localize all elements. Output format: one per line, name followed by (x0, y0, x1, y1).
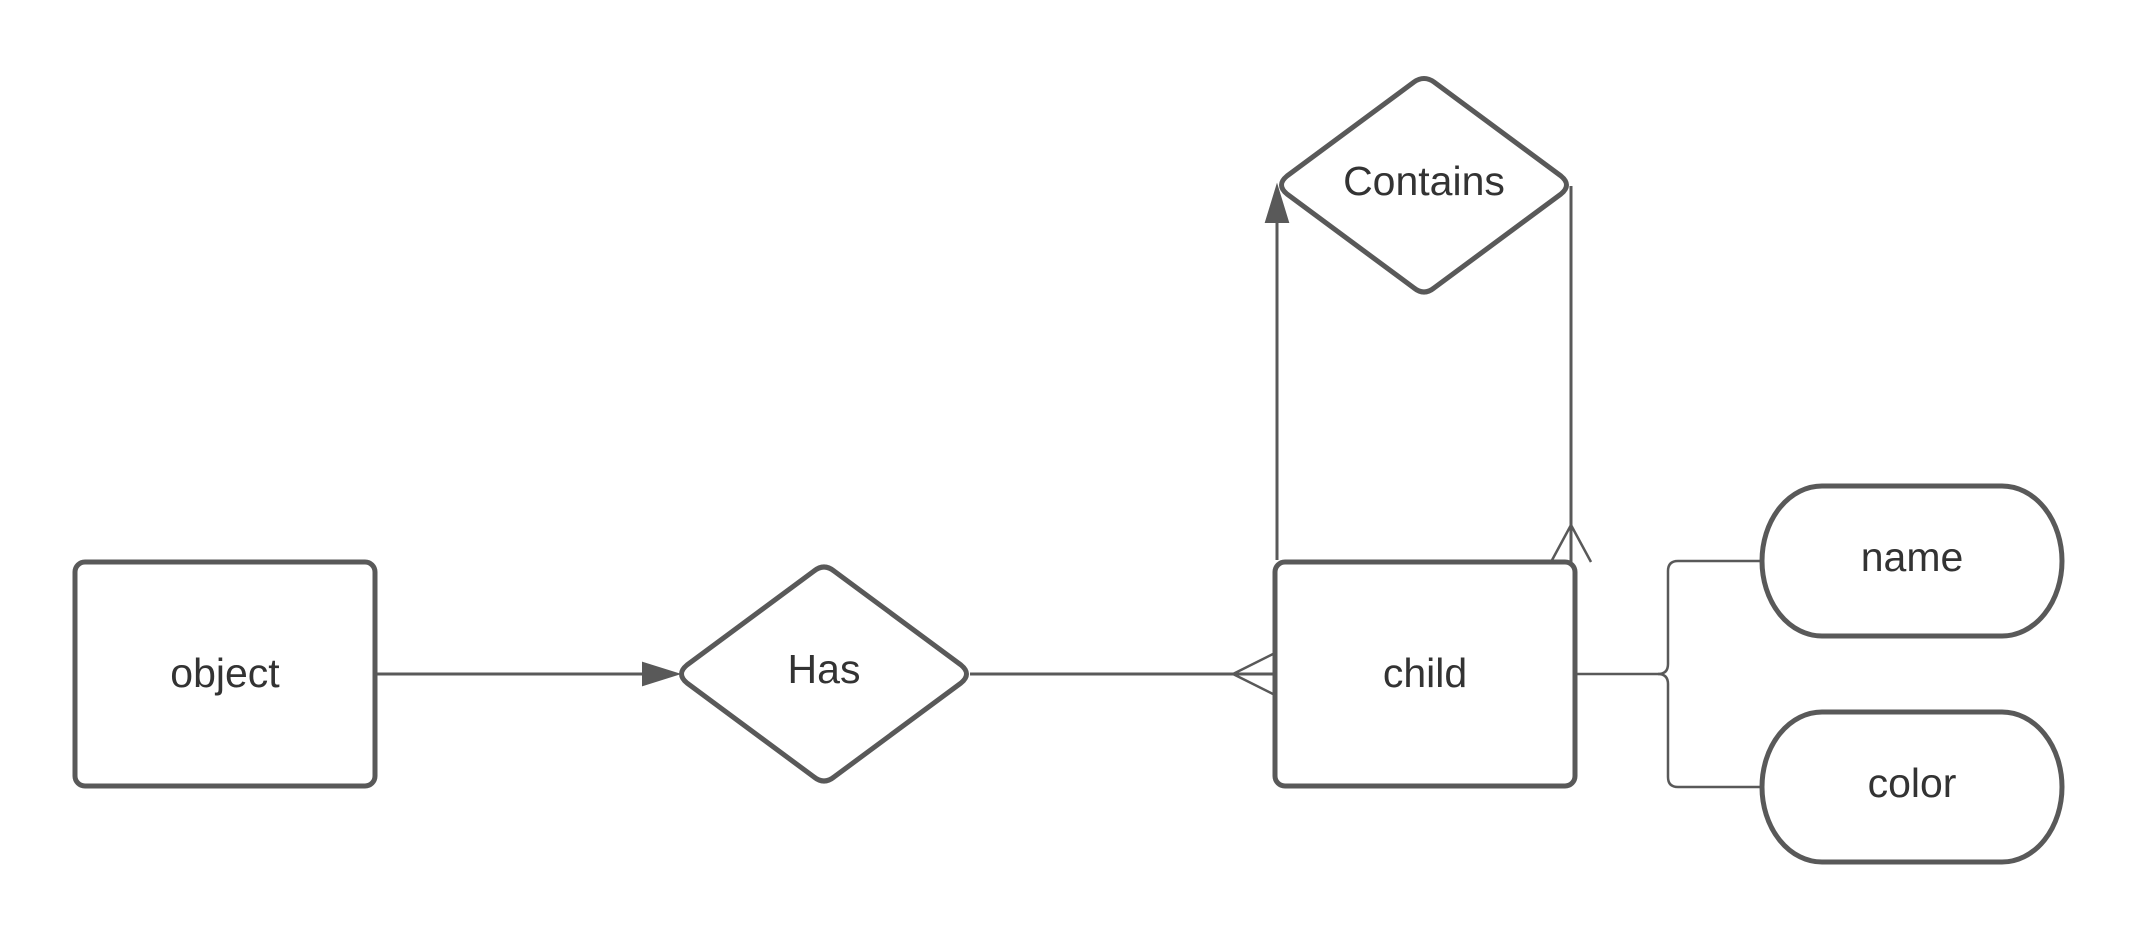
relationship-has-label: Has (788, 646, 861, 692)
relationship-contains-label: Contains (1343, 158, 1505, 204)
attribute-name-label: name (1861, 534, 1964, 580)
crowfoot-child-top (1549, 524, 1573, 563)
arrowhead-contains (1264, 182, 1290, 223)
crowfoot-child-top-2 (1569, 524, 1593, 563)
entity-object[interactable]: object (72, 559, 378, 789)
entity-object-label: object (170, 650, 280, 696)
attribute-color[interactable]: color (1759, 709, 2065, 865)
edge-child-attributes (1576, 559, 1762, 789)
edge-has-child (970, 652, 1274, 696)
arrowhead-has (642, 661, 682, 687)
entity-child[interactable]: child (1272, 559, 1578, 789)
attribute-color-label: color (1868, 760, 1957, 806)
edge-object-has (377, 661, 682, 687)
relationship-contains[interactable]: Contains (1279, 76, 1569, 295)
entity-child-label: child (1383, 650, 1467, 696)
edge-child-contains-left (1264, 182, 1290, 560)
attribute-name[interactable]: name (1759, 483, 2065, 639)
edge-contains-child-right (1549, 186, 1593, 563)
crowfoot-child-left (1232, 652, 1274, 676)
crowfoot-child-left-2 (1232, 672, 1274, 696)
relationship-has[interactable]: Has (679, 564, 969, 784)
